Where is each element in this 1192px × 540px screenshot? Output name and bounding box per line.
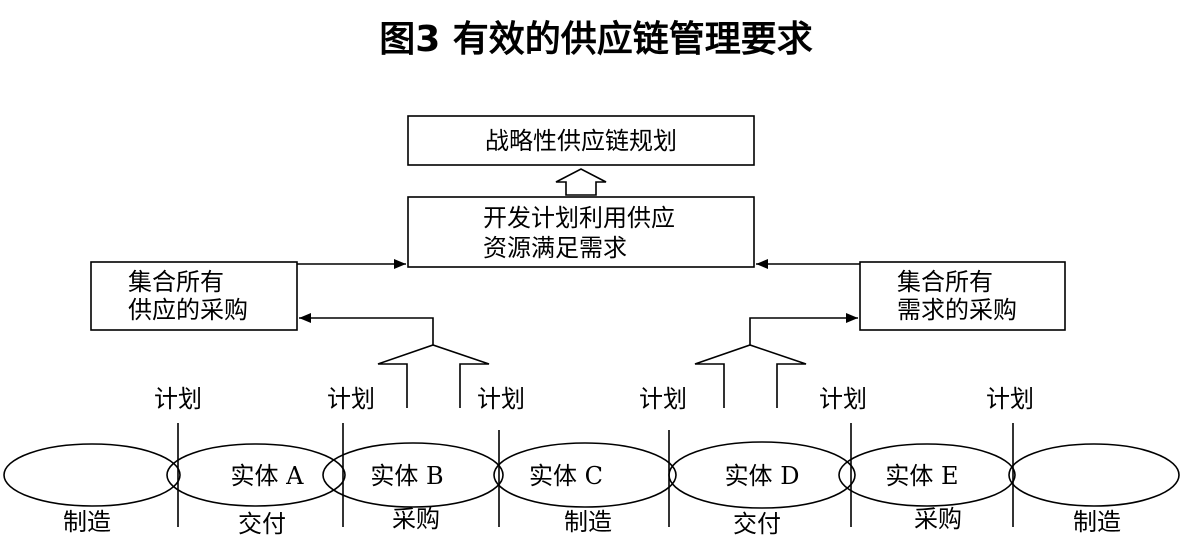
develop-plan-label-line2: 资源满足需求 [483, 234, 627, 262]
plan-label-3: 计划 [477, 385, 525, 413]
entity-label-c: 实体 C [529, 462, 603, 490]
hollow-up-arrow-top [555, 168, 607, 196]
strategic-planning-label: 战略性供应链规划 [485, 127, 677, 155]
entity-ellipse-b [322, 442, 504, 508]
develop-plan-box [407, 196, 755, 268]
supply-procurement-label-line2: 供应的采购 [128, 296, 248, 324]
demand-procurement-box [859, 261, 1066, 331]
entity-label-e: 实体 E [885, 462, 958, 490]
supply-procurement-label-line1: 集合所有 [128, 268, 224, 296]
arrow-to-demand-box [749, 313, 858, 345]
demand-procurement-label-line2: 需求的采购 [897, 296, 1017, 324]
process-label-1: 制造 [63, 508, 111, 536]
hollow-up-arrow-left [377, 344, 490, 408]
entity-ellipse-d [668, 441, 856, 509]
diagram-title: 图3 有效的供应链管理要求 [379, 19, 813, 60]
develop-plan-label-line1: 开发计划利用供应 [483, 204, 675, 232]
entity-ellipse-e [838, 443, 1016, 507]
process-label-7: 制造 [1073, 508, 1121, 536]
entity-label-b: 实体 B [370, 462, 443, 490]
process-label-3: 采购 [392, 505, 440, 533]
hollow-up-arrow-right [694, 344, 807, 408]
entity-ellipse-right-end [1008, 443, 1180, 507]
entity-ellipse-c [493, 442, 677, 508]
entity-label-a: 实体 A [231, 462, 305, 490]
plan-label-2: 计划 [327, 385, 375, 413]
entity-label-d: 实体 D [725, 462, 800, 490]
process-label-4: 制造 [564, 508, 612, 536]
entity-ellipse-left-end [3, 443, 181, 507]
plan-label-4: 计划 [639, 385, 687, 413]
process-label-5: 交付 [733, 510, 781, 538]
demand-procurement-label-line1: 集合所有 [897, 268, 993, 296]
arrow-to-supply-box [299, 313, 434, 345]
strategic-planning-box [407, 115, 755, 166]
plan-label-1: 计划 [154, 385, 202, 413]
plan-label-6: 计划 [986, 385, 1034, 413]
plan-label-5: 计划 [819, 385, 867, 413]
supply-procurement-box [90, 261, 298, 331]
entity-ellipse-a [166, 443, 346, 507]
process-label-2: 交付 [238, 510, 286, 538]
process-label-6: 采购 [914, 505, 962, 533]
